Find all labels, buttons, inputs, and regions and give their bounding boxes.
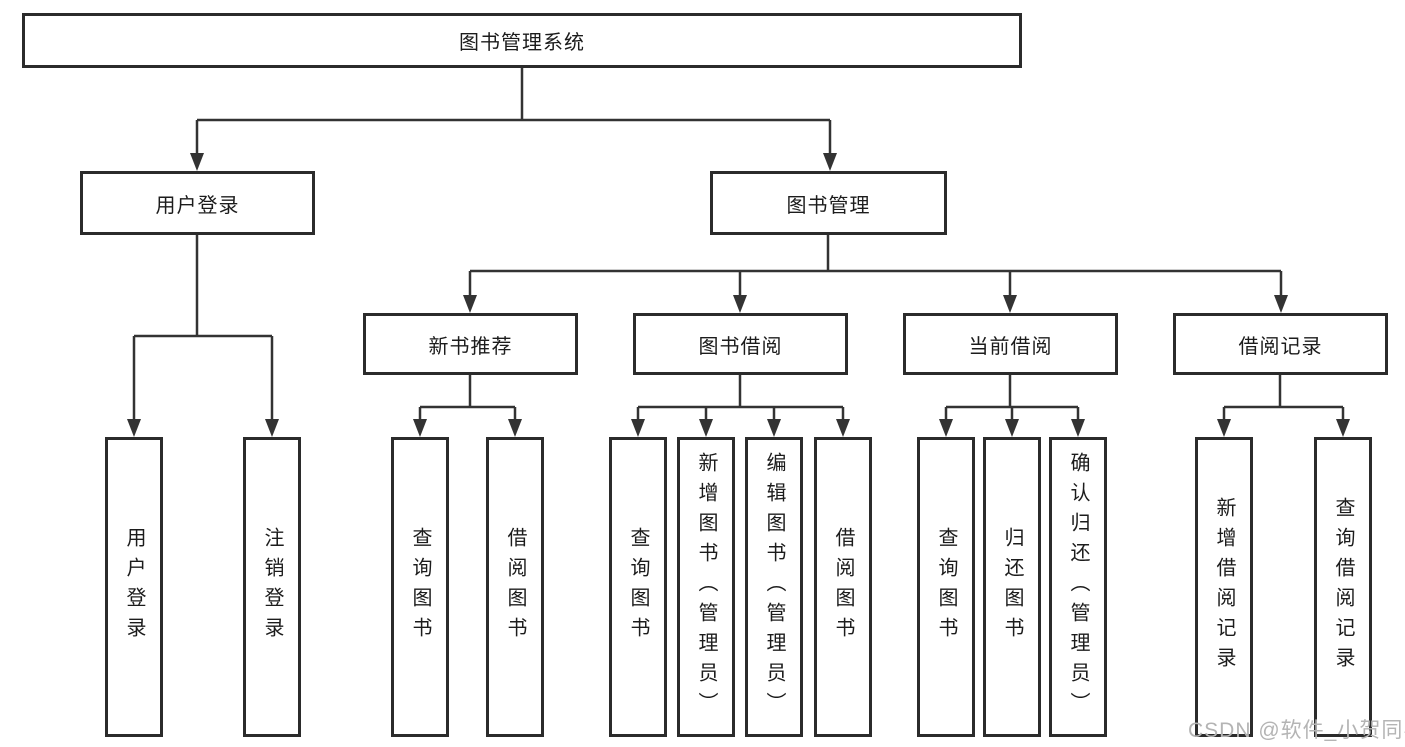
node-user-login-label: 用户登录 — [155, 194, 240, 217]
leaf-query-books-current-label: 查询图书 — [935, 527, 957, 647]
leaf-query-borrow-record: 查询借阅记录 — [1314, 437, 1372, 737]
leaf-return-books-label: 归还图书 — [1001, 527, 1023, 647]
leaf-confirm-return-admin: 确认归还（管理员） — [1049, 437, 1107, 737]
leaf-logout-login: 注销登录 — [243, 437, 301, 737]
leaf-user-login-label: 用户登录 — [123, 527, 145, 647]
leaf-query-books-current: 查询图书 — [917, 437, 975, 737]
node-current-borrow: 当前借阅 — [903, 313, 1118, 375]
node-current-borrow-label: 当前借阅 — [968, 335, 1053, 358]
leaf-add-books-admin: 新增图书（管理员） — [677, 437, 735, 737]
leaf-query-books-recommend-label: 查询图书 — [409, 527, 431, 647]
leaf-user-login: 用户登录 — [105, 437, 163, 737]
node-new-book-recommend-label: 新书推荐 — [428, 335, 513, 358]
leaf-query-borrow-record-label: 查询借阅记录 — [1332, 497, 1354, 677]
leaf-return-books: 归还图书 — [983, 437, 1041, 737]
node-user-login: 用户登录 — [80, 171, 315, 235]
leaf-borrow-books-recommend: 借阅图书 — [486, 437, 544, 737]
leaf-add-borrow-record: 新增借阅记录 — [1195, 437, 1253, 737]
leaf-query-books-borrow-label: 查询图书 — [627, 527, 649, 647]
leaf-edit-books-admin: 编辑图书（管理员） — [745, 437, 803, 737]
node-root-label: 图书管理系统 — [459, 32, 585, 54]
leaf-borrow-books-label: 借阅图书 — [832, 527, 854, 647]
leaf-borrow-books-recommend-label: 借阅图书 — [504, 527, 526, 647]
node-book-management: 图书管理 — [710, 171, 947, 235]
leaf-query-books-borrow: 查询图书 — [609, 437, 667, 737]
node-book-borrow: 图书借阅 — [633, 313, 848, 375]
csdn-watermark: CSDN @软件_小贺同学 — [1188, 719, 1405, 742]
node-root: 图书管理系统 — [22, 13, 1022, 68]
node-borrow-records-label: 借阅记录 — [1238, 335, 1323, 358]
leaf-query-books-recommend: 查询图书 — [391, 437, 449, 737]
node-borrow-records: 借阅记录 — [1173, 313, 1388, 375]
node-new-book-recommend: 新书推荐 — [363, 313, 578, 375]
leaf-edit-books-admin-label: 编辑图书（管理员） — [763, 452, 785, 722]
leaf-add-books-admin-label: 新增图书（管理员） — [695, 452, 717, 722]
leaf-add-borrow-record-label: 新增借阅记录 — [1213, 497, 1235, 677]
node-book-management-label: 图书管理 — [786, 194, 871, 217]
leaf-confirm-return-admin-label: 确认归还（管理员） — [1067, 452, 1089, 722]
leaf-borrow-books: 借阅图书 — [814, 437, 872, 737]
leaf-logout-login-label: 注销登录 — [261, 527, 283, 647]
node-book-borrow-label: 图书借阅 — [698, 335, 783, 358]
